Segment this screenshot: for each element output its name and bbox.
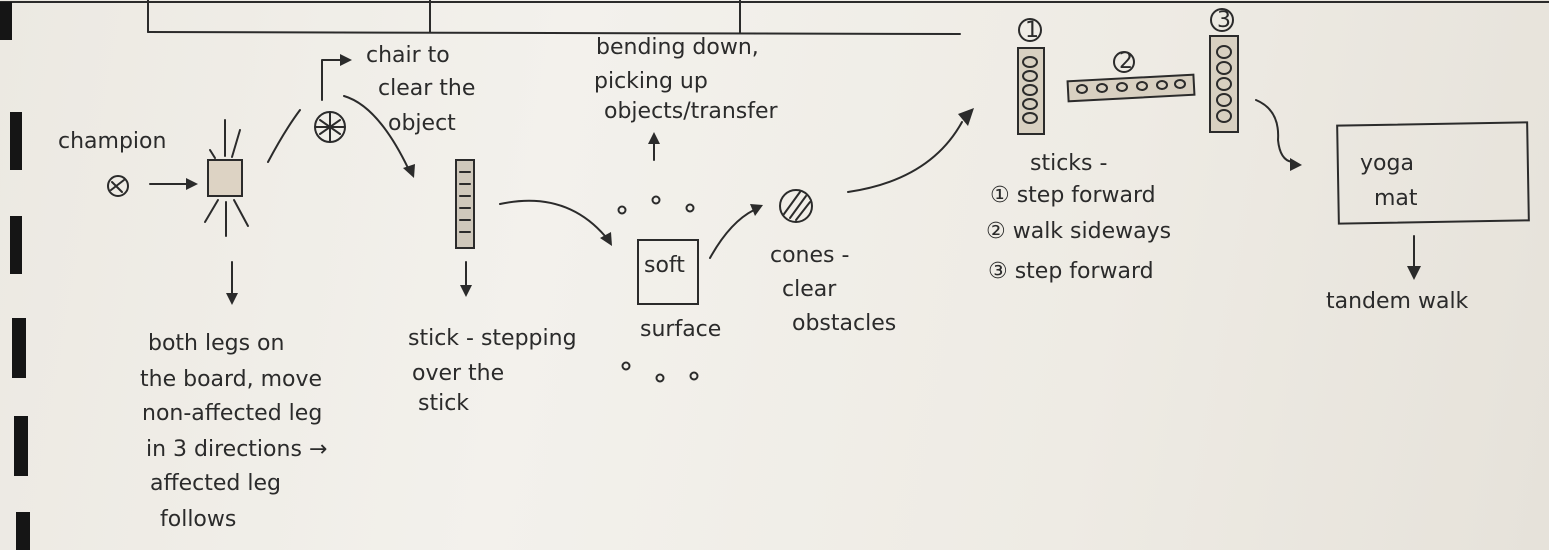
both-legs-text: both legs on the board, move non-affecte… xyxy=(140,331,327,532)
arrow-soft-to-cones-icon xyxy=(709,204,763,259)
svg-text:follows: follows xyxy=(160,507,236,532)
surface-label: surface xyxy=(640,317,721,342)
svg-text:cones -: cones - xyxy=(770,243,849,268)
arrow-cones-to-sticks-icon xyxy=(847,108,974,193)
arrow-down-stick-icon xyxy=(460,261,472,297)
bending-text: bending down, picking up objects/transfe… xyxy=(594,35,779,124)
cones-text: cones - clear obstacles xyxy=(770,243,896,336)
cone-icon xyxy=(779,189,813,223)
svg-text:② walk sideways: ② walk sideways xyxy=(986,219,1171,244)
stick-3-icon xyxy=(1209,8,1239,133)
svg-text:the board, move: the board, move xyxy=(140,367,322,392)
binder-holes xyxy=(0,2,30,550)
arrow-to-chair-icon xyxy=(267,54,352,163)
svg-text:stick - stepping: stick - stepping xyxy=(408,326,577,351)
svg-text:③ step forward: ③ step forward xyxy=(988,259,1154,284)
arrow-sticks-to-mat-icon xyxy=(1255,99,1302,171)
svg-text:in 3 directions →: in 3 directions → xyxy=(146,437,327,462)
stick-text: stick - stepping over the stick xyxy=(408,326,577,416)
stick-2-icon xyxy=(1066,51,1196,103)
arrow-down-mat-icon xyxy=(1407,235,1421,280)
svg-text:sticks -: sticks - xyxy=(1030,151,1107,176)
svg-text:non-affected leg: non-affected leg xyxy=(142,401,322,426)
svg-text:obstacles: obstacles xyxy=(792,311,896,336)
stick-2-number: 2 xyxy=(1119,49,1133,74)
svg-text:picking up: picking up xyxy=(594,69,708,94)
tandem-walk-label: tandem walk xyxy=(1326,289,1469,314)
champion-ball-icon xyxy=(107,175,129,197)
soft-label: soft xyxy=(644,253,685,278)
arrow-down-board-icon xyxy=(226,261,238,305)
svg-text:bending down,: bending down, xyxy=(596,35,759,60)
stick-1-number: 1 xyxy=(1025,18,1039,43)
arrow-to-board-icon xyxy=(149,178,198,190)
svg-text:objects/transfer: objects/transfer xyxy=(604,99,779,124)
arrow-up-bending-icon xyxy=(648,132,660,161)
dots-bottom-icon xyxy=(621,361,699,383)
balance-board-icon xyxy=(204,119,249,237)
svg-text:both legs on: both legs on xyxy=(148,331,284,356)
dots-top-icon xyxy=(617,195,695,215)
arrow-stick-to-soft-icon xyxy=(499,199,612,246)
svg-text:clear the: clear the xyxy=(378,76,475,101)
yoga-mat-label-line1: yoga xyxy=(1360,151,1414,176)
sticks-text: sticks - ① step forward ② walk sideways … xyxy=(986,151,1171,284)
svg-text:object: object xyxy=(388,111,456,136)
svg-text:chair to: chair to xyxy=(366,43,450,68)
svg-text:over the: over the xyxy=(412,361,504,386)
yoga-mat-icon xyxy=(1336,121,1530,225)
svg-text:clear: clear xyxy=(782,277,837,302)
stick-1-icon xyxy=(1017,18,1045,135)
top-table-lines xyxy=(0,0,1549,35)
soft-surface-icon xyxy=(637,239,699,305)
yoga-mat-label-line2: mat xyxy=(1374,186,1418,211)
arrow-chair-to-stick-icon xyxy=(343,95,415,178)
chair-ball-icon xyxy=(314,111,346,143)
svg-text:stick: stick xyxy=(418,391,469,416)
champion-label: champion xyxy=(58,129,166,154)
stick-icon xyxy=(455,159,475,249)
chair-text: chair to clear the object xyxy=(366,43,475,136)
svg-text:affected leg: affected leg xyxy=(150,471,281,496)
svg-text:① step forward: ① step forward xyxy=(990,183,1156,208)
stick-3-number: 3 xyxy=(1217,8,1231,33)
